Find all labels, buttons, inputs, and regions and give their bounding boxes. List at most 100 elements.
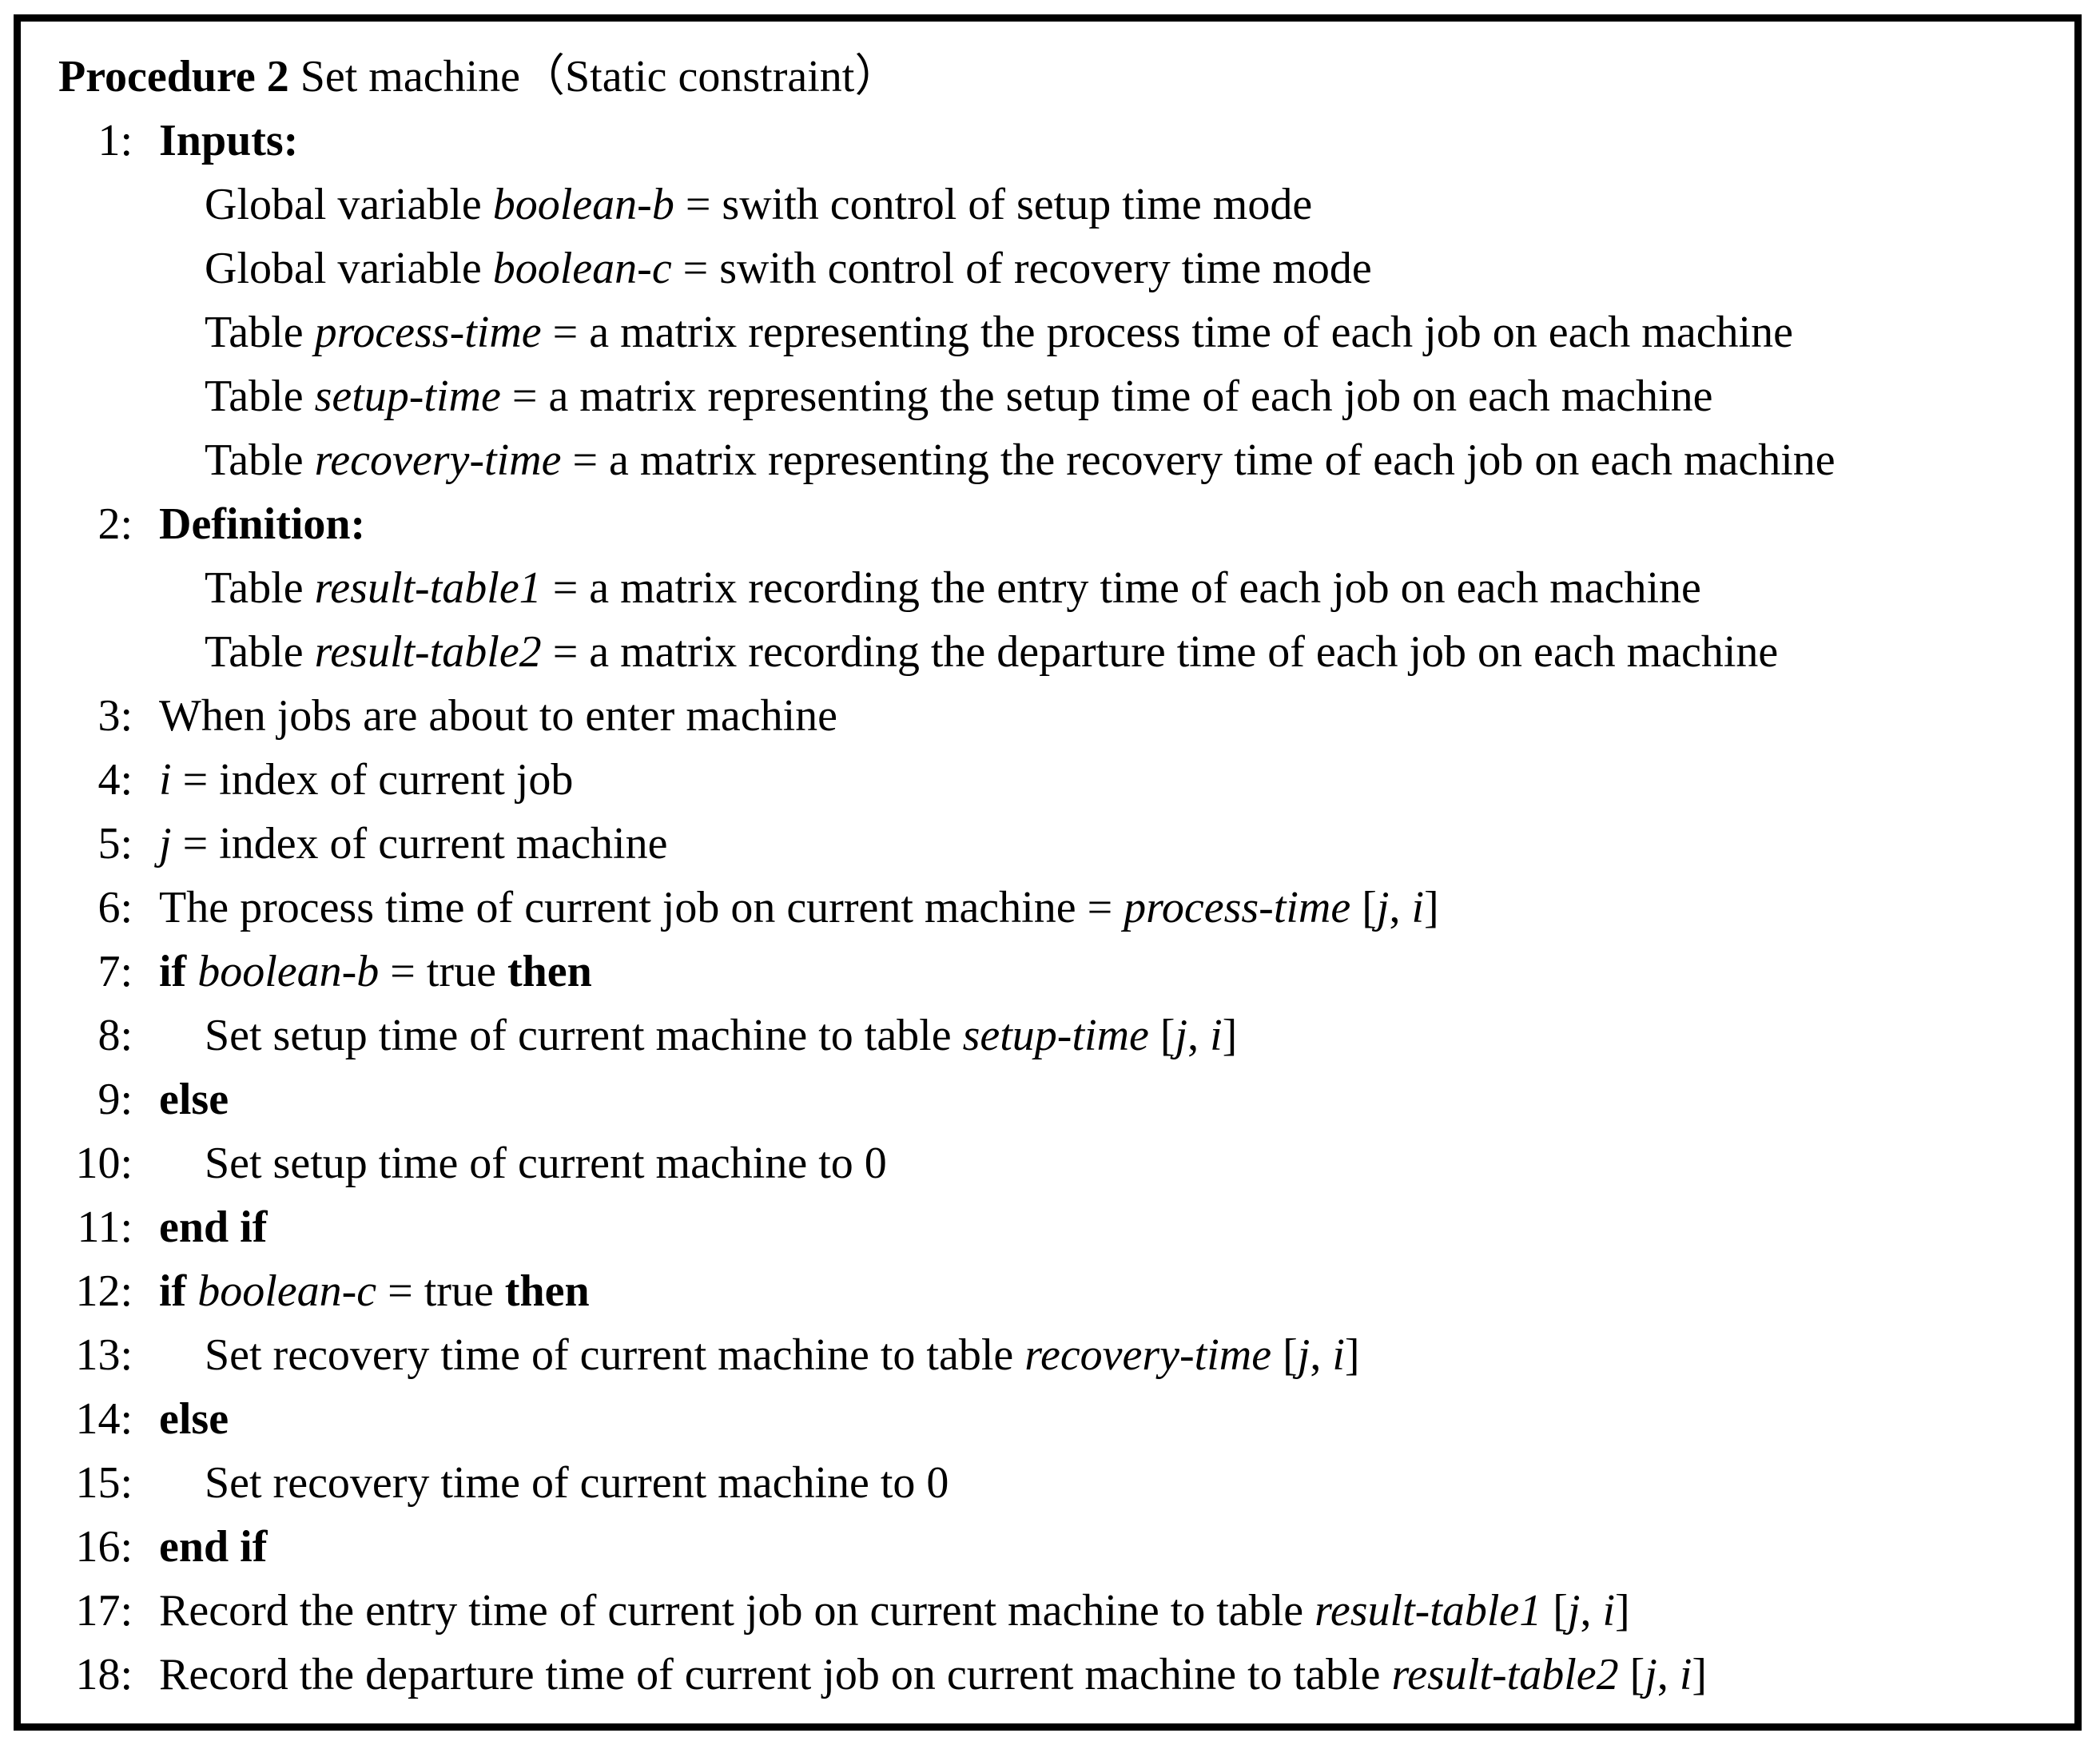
line-content: Table result-table2 = a matrix recording… [133, 620, 1778, 684]
text-segment: Global variable [205, 244, 493, 293]
text-segment: end if [159, 1202, 268, 1252]
line-number: 10: [75, 1139, 133, 1188]
line-content: Inputs: [133, 109, 298, 173]
text-segment: = a matrix recording the entry time of e… [541, 563, 1701, 613]
text-segment: , [1310, 1330, 1333, 1380]
procedure-line: 2:Definition: [21, 492, 2074, 556]
line-number [21, 556, 133, 620]
procedure-line: Global variable boolean-b = swith contro… [21, 173, 2074, 237]
text-segment: , [1389, 883, 1412, 932]
line-number: 3: [97, 691, 133, 741]
text-segment: recovery-time [314, 435, 562, 485]
text-segment: When jobs are about to enter machine [159, 691, 837, 741]
text-segment: = true [379, 947, 507, 996]
text-segment: i [159, 755, 172, 805]
line-number: 16: [75, 1522, 133, 1572]
line-content: end if [133, 1515, 267, 1579]
procedure-title-text: Set machine（Static constraint） [288, 52, 900, 101]
procedure-line: 13: Set recovery time of current machine … [21, 1323, 2074, 1387]
procedure-title: Procedure 2 Set machine（Static constrain… [21, 45, 2074, 109]
line-content: if boolean-b = true then [133, 940, 592, 1004]
line-number: 6: [97, 883, 133, 932]
procedure-line: Table result-table1 = a matrix recording… [21, 556, 2074, 620]
text-segment: Set recovery time of current machine to … [205, 1458, 949, 1508]
text-segment: setup-time [314, 372, 501, 421]
text-segment: result-table2 [1391, 1650, 1619, 1699]
text-segment: i [1411, 883, 1425, 932]
text-segment: result-table1 [1314, 1586, 1542, 1636]
text-segment: i [1332, 1330, 1345, 1380]
text-segment: , [1580, 1586, 1603, 1636]
text-segment: setup-time [962, 1011, 1149, 1060]
line-content: Table setup-time = a matrix representing… [133, 364, 1712, 428]
line-number: 8: [97, 1011, 133, 1060]
text-segment: [ [1541, 1586, 1568, 1636]
text-segment: boolean-c [492, 244, 672, 293]
line-content: Definition: [133, 492, 365, 556]
line-number: 15: [75, 1458, 133, 1508]
line-content: Global variable boolean-c = swith contro… [133, 237, 1372, 300]
text-segment: = true [376, 1266, 505, 1316]
line-number: 2: [97, 499, 133, 549]
text-segment: then [507, 947, 592, 996]
line-content: end if [133, 1195, 267, 1259]
line-content: Record the entry time of current job on … [133, 1579, 1630, 1643]
text-segment: Record the departure time of current job… [159, 1650, 1392, 1699]
procedure-line: 5:j = index of current machine [21, 812, 2074, 876]
text-segment: [ [1350, 883, 1377, 932]
text-segment: recovery-time [1024, 1330, 1272, 1380]
procedure-lines: 1:Inputs:Global variable boolean-b = swi… [21, 109, 2074, 1707]
line-content: Record the departure time of current job… [133, 1643, 1707, 1707]
line-number: 18: [75, 1650, 133, 1699]
line-number [21, 300, 133, 364]
procedure-line: Table setup-time = a matrix representing… [21, 364, 2074, 428]
procedure-line: 8:Set setup time of current machine to t… [21, 1004, 2074, 1067]
text-segment: i [1210, 1011, 1223, 1060]
text-segment: , [1187, 1011, 1211, 1060]
text-segment: else [159, 1394, 229, 1444]
text-segment: , [1657, 1650, 1680, 1699]
text-segment: = index of current job [171, 755, 574, 805]
text-segment: ] [1344, 1330, 1360, 1380]
procedure-line: Table result-table2 = a matrix recording… [21, 620, 2074, 684]
text-segment: i [1679, 1650, 1692, 1699]
text-segment: process-time [314, 308, 542, 357]
line-number: 17: [75, 1586, 133, 1636]
text-segment: ] [1692, 1650, 1708, 1699]
text-segment: j [1175, 1011, 1188, 1060]
text-segment: else [159, 1075, 229, 1124]
line-number: 12: [75, 1266, 133, 1316]
procedure-line: 14:else [21, 1387, 2074, 1451]
text-segment: Set setup time of current machine to 0 [205, 1139, 887, 1188]
text-segment: The process time of current job on curre… [159, 883, 1124, 932]
line-content: Set recovery time of current machine to … [133, 1323, 1360, 1387]
text-segment: result-table1 [314, 563, 542, 613]
procedure-line: 7:if boolean-b = true then [21, 940, 2074, 1004]
line-content: Set recovery time of current machine to … [133, 1451, 949, 1515]
procedure-line: 3: When jobs are about to enter machine [21, 684, 2074, 748]
line-content: Global variable boolean-b = swith contro… [133, 173, 1312, 237]
text-segment: [ [1148, 1011, 1175, 1060]
text-segment: ] [1424, 883, 1439, 932]
text-segment: = a matrix representing the process time… [541, 308, 1793, 357]
procedure-line: 15: Set recovery time of current machine … [21, 1451, 2074, 1515]
text-segment: if [159, 947, 198, 996]
line-number [21, 237, 133, 300]
line-content: if boolean-c = true then [133, 1259, 590, 1323]
line-content: The process time of current job on curre… [133, 876, 1439, 940]
procedure-line: Table recovery-time = a matrix represent… [21, 428, 2074, 492]
line-number: 13: [75, 1330, 133, 1380]
line-number [21, 428, 133, 492]
line-number: 9: [97, 1075, 133, 1124]
procedure-line: Global variable boolean-c = swith contro… [21, 237, 2074, 300]
procedure-title-keyword: Procedure 2 [58, 52, 289, 101]
procedure-line: 10: Set setup time of current machine to … [21, 1131, 2074, 1195]
text-segment: boolean-b [197, 947, 380, 996]
line-number [21, 620, 133, 684]
text-segment: Set recovery time of current machine to … [205, 1330, 1025, 1380]
text-segment: then [504, 1266, 590, 1316]
line-content: else [133, 1387, 229, 1451]
line-number [21, 364, 133, 428]
procedure-line: 4:i = index of current job [21, 748, 2074, 812]
line-content: j = index of current machine [133, 812, 667, 876]
